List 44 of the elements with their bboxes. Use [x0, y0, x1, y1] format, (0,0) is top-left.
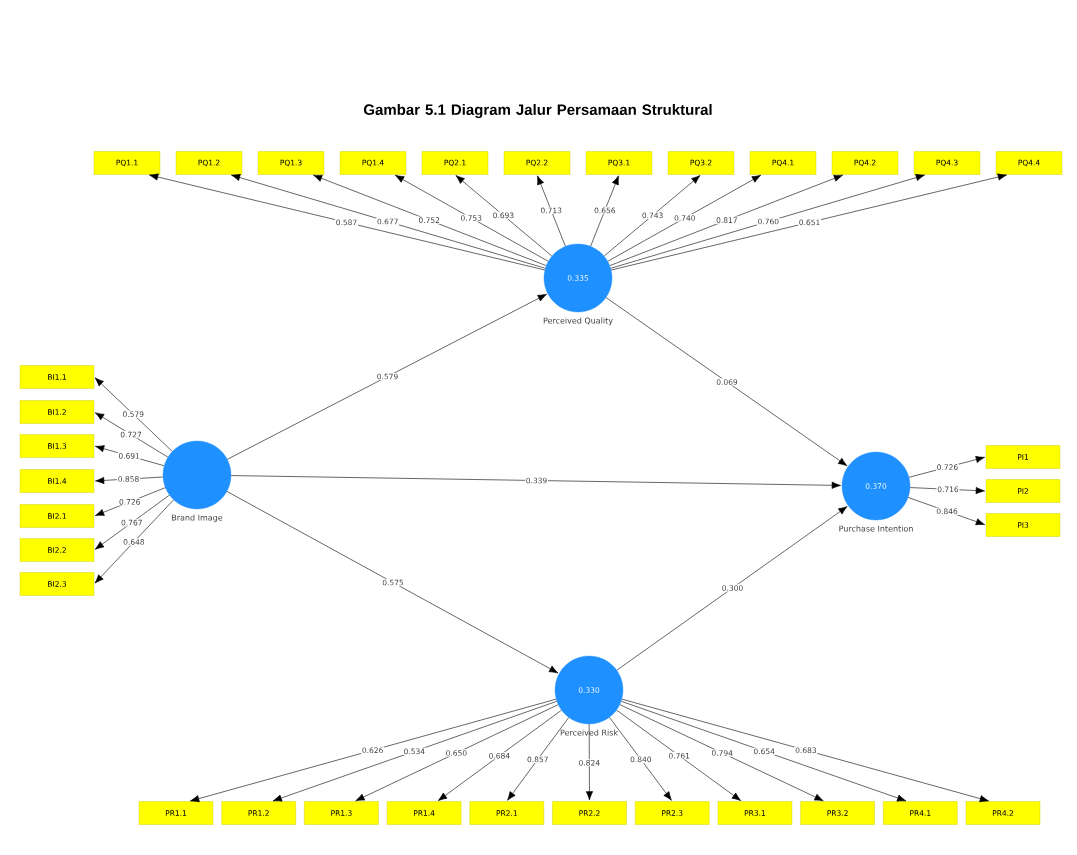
arrow: [616, 709, 741, 801]
arrow: [95, 476, 164, 484]
arrow: [610, 173, 1007, 271]
arrow: [226, 491, 559, 674]
arrow: [438, 709, 562, 801]
arrow: [149, 173, 546, 271]
node-caption: Perceived Quality: [543, 317, 613, 326]
arrow: [909, 487, 985, 495]
arrow: [230, 475, 841, 489]
arrow: [231, 174, 546, 269]
arrow: [272, 701, 558, 802]
arrow: [190, 698, 557, 803]
arrow: [94, 377, 173, 452]
arrow: [313, 174, 547, 266]
arrow: [227, 293, 547, 460]
figure-title: Gambar 5.1 Diagram Jalur Persamaan Struktural: [363, 104, 712, 119]
arrow: [616, 506, 848, 671]
arrow: [507, 717, 569, 801]
arrow: [94, 494, 170, 550]
latent-variable-circle: [162, 440, 232, 510]
arrow: [619, 704, 824, 802]
node-caption: Perceived Risk: [560, 729, 618, 736]
arrow: [94, 412, 169, 458]
arrow: [605, 297, 848, 467]
arrow: [607, 175, 762, 262]
arrow: [609, 717, 672, 801]
arrow: [94, 499, 174, 584]
arrow: [95, 487, 166, 516]
arrow: [621, 701, 907, 802]
arrow: [603, 175, 701, 257]
arrow: [610, 174, 925, 269]
arrow: [908, 456, 985, 478]
arrow: [907, 497, 985, 526]
arrow: [609, 174, 843, 266]
arrow: [585, 723, 593, 801]
arrow: [621, 698, 989, 803]
node-caption: Purchase Intention: [839, 525, 913, 532]
node-caption: Brand Image: [172, 514, 223, 523]
arrow: [355, 704, 559, 802]
arrow: [95, 445, 165, 467]
arrow: [590, 175, 619, 247]
arrow: [394, 175, 549, 262]
arrow: [455, 175, 553, 257]
arrow: [537, 175, 566, 247]
